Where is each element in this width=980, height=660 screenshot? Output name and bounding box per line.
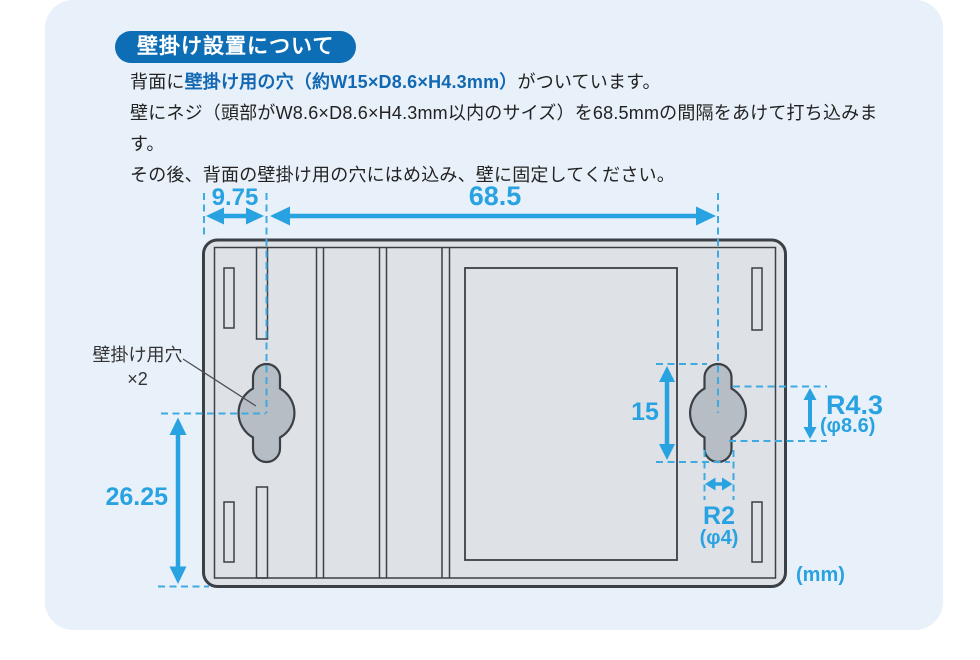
recessed-panel <box>464 267 678 561</box>
dim-label-r4-3: R4.3 <box>826 390 884 420</box>
dim-arrow-9-75 <box>206 207 264 225</box>
hole-size-highlight: 壁掛け用の穴（約W15×D8.6×H4.3mm） <box>184 72 518 92</box>
slot-right-bottom <box>751 501 763 563</box>
slot-right-top <box>751 267 763 331</box>
channel-bottom <box>255 486 269 579</box>
intro-text: 背面に壁掛け用の穴（約W15×D8.6×H4.3mm）がついています。 壁にネジ… <box>130 67 890 191</box>
wall-mount-hole-label-line1: 壁掛け用穴 <box>92 345 183 365</box>
channel-top <box>255 246 269 340</box>
dim-arrow-r4-3 <box>803 388 817 439</box>
device-outline <box>202 238 787 588</box>
dim-arrow-r2 <box>705 477 733 491</box>
divider-ribs <box>315 247 451 578</box>
dim-label-phi8-6: (φ8.6) <box>820 415 876 437</box>
dim-arrow-15 <box>659 366 675 460</box>
intro-line-1: 背面に壁掛け用の穴（約W15×D8.6×H4.3mm）がついています。 <box>130 72 661 92</box>
slot-left-top <box>223 267 235 329</box>
dim-label-15: 15 <box>631 398 659 426</box>
dim-label-26-25: 26.25 <box>105 483 168 511</box>
dim-arrow-68-5 <box>270 206 716 226</box>
slot-left-bottom <box>223 501 235 563</box>
dim-label-9-75: 9.75 <box>211 184 259 211</box>
dim-arrow-26-25 <box>169 417 187 584</box>
dim-label-68-5: 68.5 <box>468 181 522 211</box>
section-title: 壁掛け設置について <box>137 35 335 58</box>
dim-label-phi4: (φ4) <box>699 527 739 549</box>
hole-label-leader-line <box>182 358 257 407</box>
intro-line-3: その後、背面の壁掛け用の穴にはめ込み、壁に固定してください。 <box>130 165 675 185</box>
dashed-extension-lines <box>158 193 827 588</box>
dimension-arrows <box>169 206 817 584</box>
unit-label-mm: (mm) <box>796 564 845 586</box>
dim-label-r2: R2 <box>703 502 735 530</box>
intro-line-2: 壁にネジ（頭部がW8.6×D8.6×H4.3mm以内のサイズ）を68.5mmの間… <box>130 103 878 154</box>
wall-mount-hole-label: 壁掛け用穴 ×2 <box>85 343 190 391</box>
device-inner-frame <box>213 246 777 579</box>
section-title-badge: 壁掛け設置について <box>115 31 357 63</box>
wall-mount-hole-label-line2: ×2 <box>127 369 148 389</box>
